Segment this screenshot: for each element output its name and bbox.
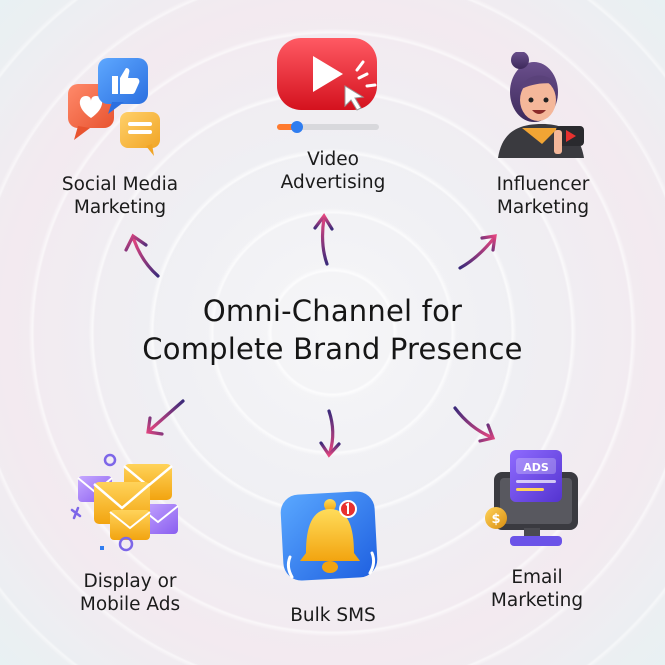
channel-influencer-label: Influencer Marketing xyxy=(463,173,623,219)
label-line: Marketing xyxy=(490,590,584,611)
label-line: Social Media xyxy=(61,174,179,195)
label-line: Mobile Ads xyxy=(79,594,181,615)
arrow-to-video-advertising xyxy=(313,213,334,266)
channel-video-advertising-label: Video Advertising xyxy=(253,148,413,194)
arrow-to-bulk-sms xyxy=(319,409,341,458)
label-line: Marketing xyxy=(496,197,590,218)
label-line: Email xyxy=(511,567,563,588)
social-media-icon xyxy=(64,56,164,158)
arrow-to-influencer xyxy=(458,234,497,270)
ads-monitor-icon: ADS $ xyxy=(484,448,580,552)
label-line: Influencer xyxy=(496,174,590,195)
arrow-to-social-media xyxy=(124,233,160,278)
notification-bell-icon xyxy=(276,487,386,591)
video-play-icon xyxy=(273,36,383,136)
label-line: Advertising xyxy=(280,172,386,193)
arrow-to-display-ads xyxy=(146,399,185,436)
label-line: Video xyxy=(307,149,359,170)
label-line: Bulk SMS xyxy=(290,605,376,626)
svg-text:$: $ xyxy=(491,512,500,527)
channel-bulk-sms-label: Bulk SMS xyxy=(253,604,413,627)
title-line-1: Omni-Channel for xyxy=(202,294,463,328)
diagram-title: Omni-Channel for Complete Brand Presence xyxy=(0,292,665,368)
envelopes-icon xyxy=(70,452,184,556)
svg-text:ADS: ADS xyxy=(523,461,549,474)
arrow-to-email-marketing xyxy=(453,406,496,443)
channel-social-media-label: Social Media Marketing xyxy=(40,173,200,219)
channel-email-marketing-label: Email Marketing xyxy=(457,566,617,612)
label-line: Marketing xyxy=(73,197,167,218)
title-line-2: Complete Brand Presence xyxy=(142,332,523,366)
channel-display-ads-label: Display or Mobile Ads xyxy=(50,570,210,616)
influencer-avatar-icon xyxy=(494,51,592,158)
label-line: Display or xyxy=(83,571,177,592)
